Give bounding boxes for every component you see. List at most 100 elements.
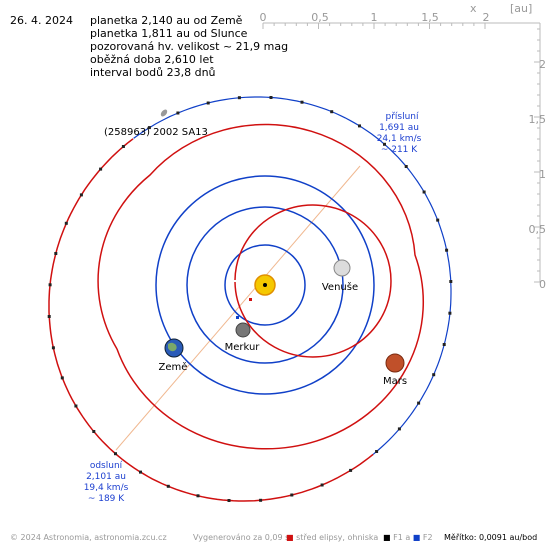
earth: Země — [159, 338, 188, 373]
legend-red-square-icon: ■ — [286, 533, 294, 542]
perihelion-speed: 24,1 km/s — [377, 134, 422, 144]
mars-icon — [385, 353, 405, 373]
asteroid-position-dot — [259, 498, 263, 502]
asteroid-position-dot — [48, 283, 52, 287]
generated-time: Vygenerováno za 0,09 s — [193, 533, 290, 542]
mercury-orbit — [224, 244, 306, 326]
legend-f2-label: F2 — [422, 533, 433, 542]
asteroid-position-dot — [196, 494, 200, 498]
aphelion-title: odsluní — [90, 461, 123, 471]
asteroid-position-dot — [383, 142, 386, 146]
legend-blue-square-icon: ■ — [412, 533, 421, 542]
mercury-icon — [235, 322, 251, 338]
y-tick-label-1-5: 1,5 — [529, 113, 547, 126]
earth-label: Země — [159, 361, 188, 373]
date-label: 26. 4. 2024 — [10, 14, 73, 27]
info-line-5: interval bodů 23,8 dnů — [90, 66, 216, 79]
scale-value: Měřítko: 0,0091 au/bod — [444, 533, 538, 542]
asteroid-position-dot — [320, 483, 324, 487]
line-of-apsides — [115, 165, 361, 451]
asteroid-position-dot — [99, 167, 103, 171]
x-axis-ticks — [262, 23, 486, 29]
y-tick-label-1: 1 — [539, 168, 546, 181]
info-line-3: pozorovaná hv. velikost ~ 21,9 mag — [90, 40, 289, 53]
asteroid-position-dot — [290, 493, 294, 497]
info-line-4: oběžná doba 2,610 let — [90, 53, 214, 66]
asteroid-position-dot — [176, 111, 180, 115]
asteroid-position-dot — [349, 468, 353, 472]
x-tick-label-0: 0 — [260, 11, 267, 24]
aphelion-speed: 19,4 km/s — [84, 483, 129, 493]
asteroid: (258963) 2002 SA13 — [104, 109, 208, 138]
x-tick-label-1-5: 1,5 — [421, 11, 439, 24]
asteroid-position-dot — [79, 193, 83, 197]
perihelion-title: přísluní — [385, 112, 419, 122]
venus-orbit — [186, 206, 344, 364]
asteroid-position-dot — [422, 190, 426, 194]
asteroid-position-dot — [64, 221, 68, 225]
asteroid-position-dot — [404, 165, 408, 168]
asteroid-position-dot — [51, 346, 55, 350]
asteroid-position-dot — [237, 96, 241, 100]
aphelion-temperature: ~ 189 K — [88, 494, 125, 504]
aphelion-annotation: odsluní 2,101 au 19,4 km/s ~ 189 K — [84, 461, 129, 504]
copyright-link[interactable]: © 2024 Astronomia, astronomia.zcu.cz — [10, 533, 167, 542]
asteroid-position-dot — [375, 450, 379, 453]
x-tick-label-0-5: 0,5 — [311, 11, 329, 24]
asteroid-position-dot — [166, 484, 170, 488]
x-tick-label-2: 2 — [483, 11, 490, 24]
asteroid-position-dot — [54, 252, 58, 255]
asteroid-position-dot — [92, 430, 96, 433]
perihelion-temperature: ~ 211 K — [381, 145, 418, 155]
asteroid-position-dot — [448, 311, 452, 315]
asteroid-position-dot — [60, 376, 64, 380]
asteroid-position-dot — [397, 427, 401, 431]
asteroid-position-dot — [300, 100, 304, 104]
asteroid-position-dot — [436, 218, 440, 222]
y-tick-label-0-5: 0,5 — [529, 223, 547, 236]
legend-black-square-icon: ■ — [383, 533, 391, 542]
axes — [262, 22, 541, 283]
asteroid-position-dot — [417, 401, 421, 405]
y-axis-ticks — [534, 28, 540, 283]
focus-f2-marker — [236, 316, 239, 319]
asteroid-position-dot — [432, 373, 436, 377]
scale-label: Měřítko: 0,0091 au/bod — [444, 533, 537, 542]
asteroid-position-dot — [47, 315, 51, 318]
mars-label: Mars — [383, 376, 407, 387]
earth-orbit — [155, 175, 375, 395]
asteroid-position-dot — [206, 101, 210, 105]
y-tick-label-2: 2 — [539, 58, 546, 71]
legend-center-label: střed elipsy, ohniska — [296, 533, 379, 542]
copyright-text: © 2024 Astronomia, astronomia.zcu.cz — [10, 533, 167, 542]
venus-icon — [333, 259, 351, 277]
asteroid-position-dot — [449, 280, 453, 283]
asteroid-position-dot — [445, 248, 449, 252]
mars-orbit-near — [234, 204, 392, 358]
legend-center: ■ střed elipsy, ohniska — [286, 533, 378, 542]
asteroid-position-dot — [269, 96, 273, 99]
asteroid-position-dot — [139, 470, 142, 474]
mercury: Merkur — [225, 322, 260, 353]
sun — [254, 274, 276, 296]
x-axis-label: x — [470, 2, 477, 15]
info-line-2: planetka 1,811 au od Slunce — [90, 27, 248, 40]
asteroid-position-dot — [74, 404, 78, 408]
sun-center-dot — [263, 283, 267, 287]
asteroid-position-dot — [114, 452, 117, 456]
aphelion-distance: 2,101 au — [86, 472, 126, 482]
ellipse-center-marker — [249, 298, 252, 301]
info-line-1: planetka 2,140 au od Země — [90, 14, 243, 27]
x-tick-label-1: 1 — [371, 11, 378, 24]
legend-f1-label: F1 a — [393, 533, 411, 542]
legend-foci: ■ F1 a ■ F2 — [383, 533, 433, 542]
venus: Venuše — [322, 259, 358, 293]
mars: Mars — [383, 353, 407, 387]
asteroid-icon — [160, 109, 168, 117]
asteroid-label: (258963) 2002 SA13 — [104, 127, 208, 138]
venus-label: Venuše — [322, 281, 358, 293]
asteroid-position-dot — [121, 145, 125, 148]
asteroid-position-dots — [47, 96, 453, 502]
